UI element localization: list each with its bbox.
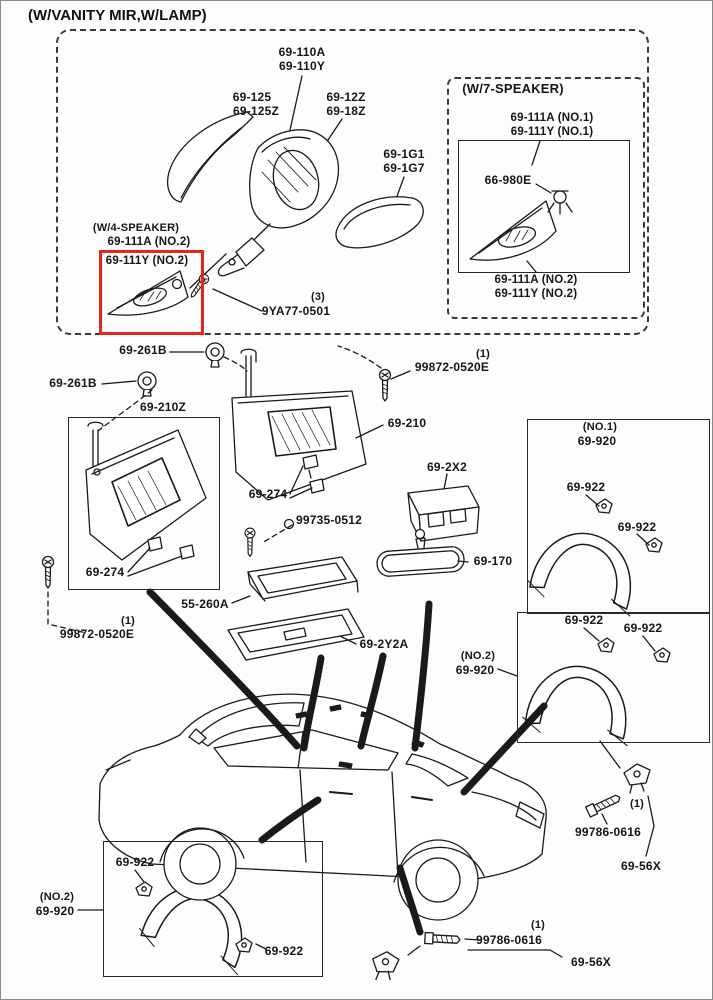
qty-label-1-top: (1) — [475, 348, 491, 360]
part-label-55-260a: 55-260A — [181, 597, 229, 611]
part-label-69-111a-no2-4spk: 69-111A (NO.2) — [107, 236, 191, 248]
mirror-glass-drawing — [335, 196, 424, 249]
sail-panel-7spk-drawing — [469, 190, 573, 261]
visor-holder-drawings — [97, 342, 248, 432]
vanity-group-box — [56, 29, 649, 335]
part-label-69-922-no2r-a: 69-922 — [564, 613, 604, 627]
part-label-69-922-bl-b: 69-922 — [264, 944, 304, 958]
assist-grip-no1-drawing — [523, 494, 663, 619]
part-label-69-111y-no2-7spk: 69-111Y (NO.2) — [494, 288, 578, 300]
screw-left-drawing — [41, 555, 87, 634]
qty-label-1-left: (1) — [120, 615, 136, 627]
visor-210z-box — [68, 417, 220, 590]
part-label-69-111y-no1: 69-111Y (NO.1) — [510, 126, 594, 138]
part-label-99872-0520e-left: 99872-0520E — [59, 627, 135, 641]
page-title: (W/VANITY MIR,W/LAMP) — [28, 7, 207, 24]
header-7-speaker: (W/7-SPEAKER) — [462, 81, 564, 96]
part-label-69-261b-a: 69-261B — [119, 343, 167, 357]
qty-label-3: (3) — [310, 291, 326, 303]
part-label-69-2y2a: 69-2Y2A — [359, 637, 409, 651]
part-label-99735-0512: 99735-0512 — [295, 513, 363, 527]
tag-no2-right: (NO.2) — [460, 650, 496, 662]
part-label-69-170: 69-170 — [473, 554, 513, 568]
part-label-69-125z: 69-125Z — [232, 104, 280, 118]
part-label-69-111a-no1: 69-111A (NO.1) — [510, 112, 594, 124]
rearview-mirror-drawing — [376, 528, 469, 577]
qty-label-1-bottom: (1) — [530, 919, 546, 931]
grip-no2-left-box — [103, 841, 323, 977]
sun-visor-left-drawing — [85, 421, 207, 577]
part-label-69-56x-bottom: 69-56X — [571, 955, 611, 969]
leader-arrows — [146, 588, 548, 936]
bolt-clip-right-drawing — [585, 740, 655, 857]
tag-no1: (NO.1) — [582, 421, 618, 433]
mirror-cover-drawing — [166, 111, 254, 203]
part-label-69-274-left: 69-274 — [85, 565, 125, 579]
assist-grip-bottom-left-drawing — [77, 869, 267, 978]
console-box-drawing — [227, 608, 365, 661]
part-label-69-110y: 69-110Y — [278, 59, 326, 73]
part-label-69-56x-right: 69-56X — [621, 859, 661, 873]
part-label-69-18z: 69-18Z — [326, 104, 366, 118]
part-label-69-920-no2r: 69-920 — [455, 663, 495, 677]
mirror-housing-drawing — [186, 129, 340, 301]
part-label-69-920-no2l: 69-920 — [35, 904, 75, 918]
part-label-69-111y-no2-4spk: 69-111Y (NO.2) — [105, 255, 189, 267]
maplamp-console-drawing — [407, 473, 480, 542]
part-label-9ya77-0501: 9YA77-0501 — [261, 304, 331, 318]
assist-grip-no2-right-drawing — [497, 627, 671, 749]
part-label-69-1g1: 69-1G1 — [383, 147, 425, 161]
part-label-69-261b-b: 69-261B — [49, 376, 97, 390]
part-label-69-210z: 69-210Z — [139, 400, 187, 414]
screw-top-drawing — [337, 345, 411, 402]
seven-speaker-inner-box — [458, 140, 630, 273]
qty-label-1-right: (1) — [629, 798, 645, 810]
part-label-69-922-no1-a: 69-922 — [566, 480, 606, 494]
part-label-69-922-bl-a: 69-922 — [115, 855, 155, 869]
bolt-clip-bottom-drawing — [369, 931, 563, 983]
seven-speaker-box — [447, 77, 645, 319]
part-label-69-922-no1-b: 69-922 — [617, 520, 657, 534]
part-label-69-12z: 69-12Z — [326, 90, 366, 104]
grip-no2-right-box — [517, 612, 710, 743]
sunglass-holder-drawing — [231, 518, 359, 604]
part-label-69-922-no2r-b: 69-922 — [623, 621, 663, 635]
grip-no1-box — [527, 419, 710, 614]
part-label-99786-0616-right: 99786-0616 — [574, 825, 642, 839]
part-label-69-210: 69-210 — [387, 416, 427, 430]
part-label-69-920-no1: 69-920 — [577, 434, 617, 448]
tag-no2-left: (NO.2) — [39, 891, 75, 903]
part-label-69-110a: 69-110A — [278, 45, 326, 59]
part-label-69-125: 69-125 — [232, 90, 272, 104]
part-label-69-274-center: 69-274 — [248, 487, 288, 501]
part-label-69-1g7: 69-1G7 — [383, 161, 425, 175]
part-label-69-2x2: 69-2X2 — [427, 460, 467, 474]
header-4-speaker: (W/4-SPEAKER) — [92, 222, 180, 234]
part-label-99872-0520e-top: 99872-0520E — [414, 360, 490, 374]
sail-panel-4spk-drawing — [107, 270, 189, 316]
part-label-69-111a-no2-7spk: 69-111A (NO.2) — [494, 274, 578, 286]
sun-visor-center-drawing — [231, 348, 384, 501]
part-label-99786-0616-bottom: 99786-0616 — [475, 933, 543, 947]
part-label-66-980e: 66-980E — [484, 173, 532, 187]
highlight-box-red — [99, 250, 204, 335]
